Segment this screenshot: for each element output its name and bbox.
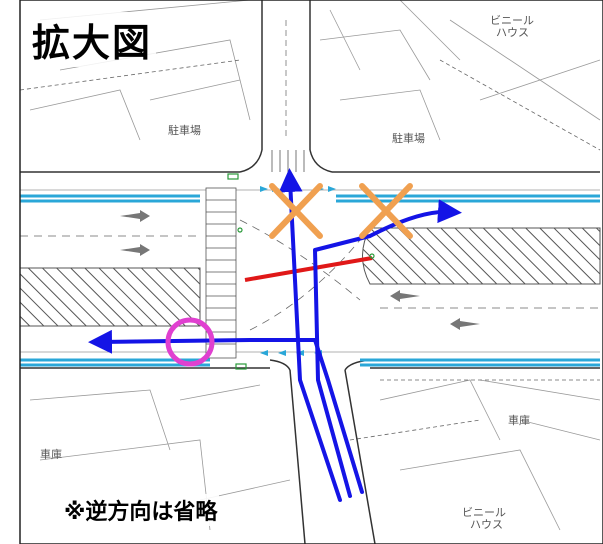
lane-markings: [120, 210, 480, 330]
vinyl-house-label-2: ビニール ハウス: [462, 506, 510, 531]
boundary-lines: [19, 59, 601, 441]
vinyl-house-label-1-line1: ビニール: [490, 14, 534, 27]
bike-lanes: [20, 194, 600, 367]
north-road: [239, 0, 333, 173]
hatched-medians: [19, 227, 601, 327]
main-road-edges: [20, 171, 600, 369]
map-title: 拡大図: [28, 12, 157, 67]
signal-marks: [227, 173, 375, 370]
omitted-note: ※逆方向は省略: [62, 494, 220, 526]
parcel-lines: [29, 0, 601, 531]
stop-line: [244, 256, 373, 282]
ng-marker-1: [269, 183, 323, 239]
garage-label-1: 車庫: [508, 413, 530, 427]
vinyl-house-label-2-line1: ビニール: [462, 506, 506, 519]
route-lines: [88, 168, 462, 502]
vinyl-house-label-1-line2: ハウス: [496, 26, 529, 39]
route-left-turn: [88, 329, 364, 494]
route-straight: [278, 168, 342, 502]
garage-label-2: 車庫: [40, 447, 62, 461]
vinyl-house-label-1: ビニール ハウス: [490, 14, 538, 39]
map-frame: [19, 0, 603, 544]
parking-label-1: 駐車場: [168, 123, 201, 137]
lane-guides: [20, 219, 600, 331]
parking-label-2: 駐車場: [392, 131, 425, 145]
vinyl-house-label-2-line2: ハウス: [470, 518, 503, 531]
route-right-turn: [313, 199, 462, 498]
ng-marker-2: [359, 183, 413, 239]
ok-marker: [165, 317, 215, 367]
